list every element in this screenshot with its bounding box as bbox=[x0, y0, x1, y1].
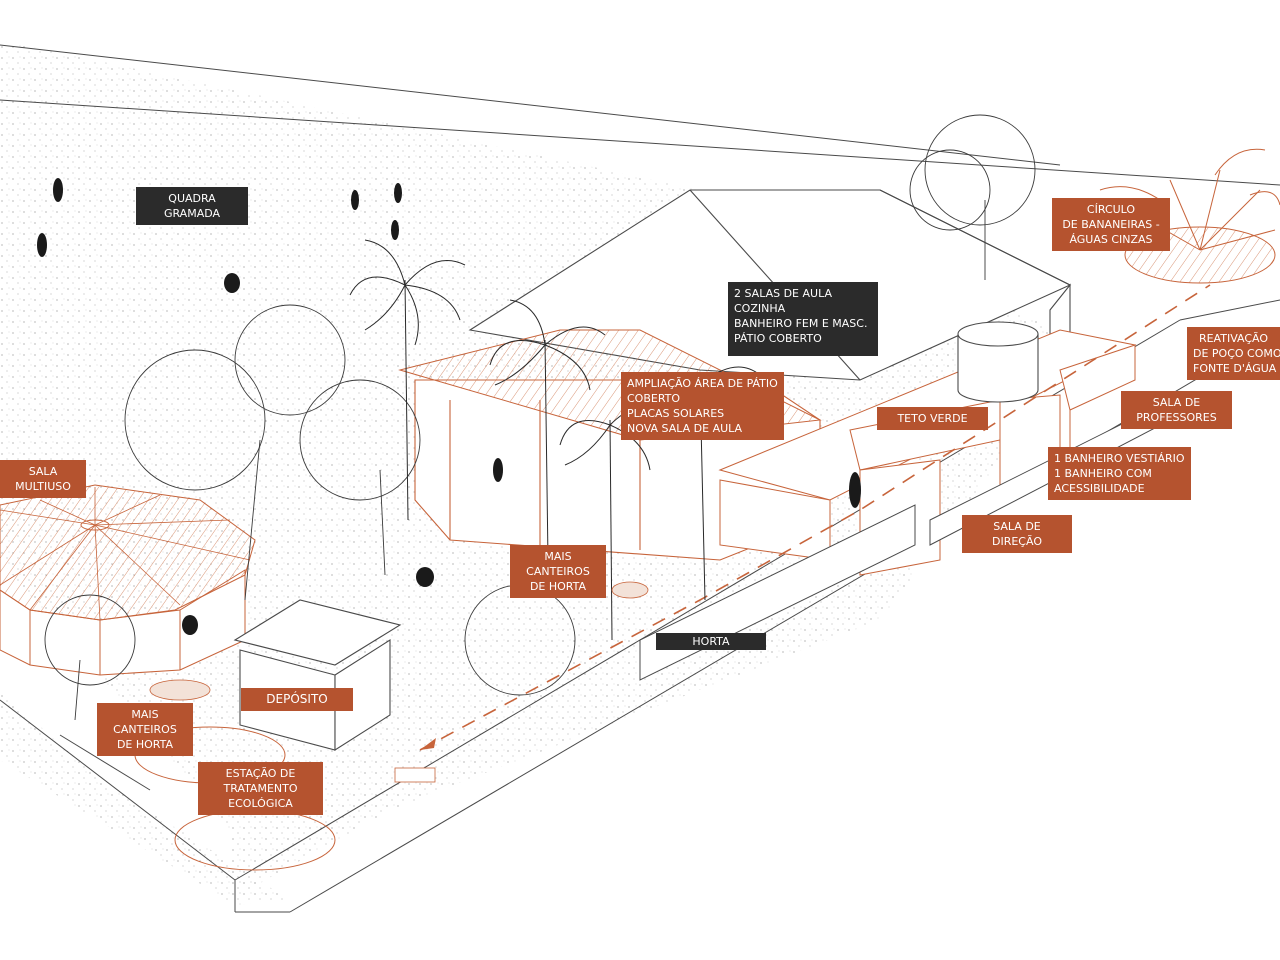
garden-beds bbox=[149, 581, 649, 783]
label-banheiros: 1 BANHEIRO VESTIÁRIO 1 BANHEIRO COM ACES… bbox=[1048, 447, 1191, 500]
label-line: REATIVAÇÃO bbox=[1198, 332, 1269, 345]
label-mais-canteiros-1: MAIS CANTEIROS DE HORTA bbox=[510, 545, 606, 598]
label-line: TETO VERDE bbox=[897, 412, 968, 425]
label-horta: HORTA bbox=[656, 633, 766, 650]
label-line: PROFESSORES bbox=[1136, 411, 1217, 424]
label-teto-verde: TETO VERDE bbox=[877, 407, 988, 430]
label-line: AMPLIAÇÃO ÁREA DE PÁTIO bbox=[627, 377, 778, 390]
label-line: 1 BANHEIRO VESTIÁRIO bbox=[1054, 452, 1185, 465]
label-line: MULTIUSO bbox=[15, 480, 71, 493]
people bbox=[37, 178, 861, 635]
label-estacao-tratamento: ESTAÇÃO DE TRATAMENTO ECOLÓGICA bbox=[198, 762, 323, 815]
multipurpose-hall bbox=[0, 484, 256, 676]
lower-ground bbox=[0, 690, 290, 905]
label-line: DEPÓSITO bbox=[266, 692, 328, 706]
label-line: SALA DE bbox=[1152, 396, 1201, 409]
label-circulo-bananeiras: CÍRCULO DE BANANEIRAS - ÁGUAS CINZAS bbox=[1052, 198, 1170, 251]
label-quadra-gramada: QUADRA GRAMADA bbox=[136, 187, 248, 225]
label-line: ACESSIBILIDADE bbox=[1054, 482, 1145, 495]
path-arrowhead bbox=[420, 738, 436, 750]
label-line: CÍRCULO bbox=[1086, 203, 1136, 216]
label-line: HORTA bbox=[692, 635, 730, 648]
label-sala-multiuso: SALA MULTIUSO bbox=[0, 460, 86, 498]
label-ampliacao: AMPLIAÇÃO ÁREA DE PÁTIO COBERTO PLACAS S… bbox=[621, 372, 784, 440]
label-line: ÁGUAS CINZAS bbox=[1069, 233, 1153, 246]
label-line: COBERTO bbox=[627, 392, 681, 405]
label-line: PLACAS SOLARES bbox=[627, 407, 725, 420]
label-line: ECOLÓGICA bbox=[228, 797, 293, 810]
access-path-arrow bbox=[419, 284, 1211, 751]
label-line: TRATAMENTO bbox=[223, 782, 298, 795]
label-line: ESTAÇÃO DE bbox=[225, 767, 296, 780]
label-line: CANTEIROS bbox=[113, 723, 177, 736]
label-line: COZINHA bbox=[734, 302, 786, 315]
label-line: DE HORTA bbox=[529, 580, 587, 593]
label-line: DE BANANEIRAS - bbox=[1062, 218, 1160, 231]
label-mais-canteiros-2: MAIS CANTEIROS DE HORTA bbox=[97, 703, 193, 756]
label-line: 2 SALAS DE AULA bbox=[734, 287, 832, 300]
label-line: SALA DE bbox=[993, 520, 1041, 533]
label-line: MAIS bbox=[131, 708, 159, 721]
label-line: SALA bbox=[28, 465, 58, 478]
label-line: DE POÇO COMO bbox=[1193, 347, 1280, 360]
label-line: GRAMADA bbox=[163, 207, 221, 220]
label-line: DE HORTA bbox=[116, 738, 174, 751]
label-sala-professores: SALA DE PROFESSORES bbox=[1121, 391, 1232, 429]
label-reativacao-poco: REATIVAÇÃO DE POÇO COMO FONTE D'ÁGUA bbox=[1187, 327, 1280, 380]
label-line: BANHEIRO FEM E MASC. bbox=[734, 317, 868, 330]
label-line: 1 BANHEIRO COM bbox=[1054, 467, 1152, 480]
label-line: NOVA SALA DE AULA bbox=[627, 422, 743, 435]
label-line: QUADRA bbox=[168, 192, 216, 205]
label-salas-de-aula: 2 SALAS DE AULA COZINHA BANHEIRO FEM E M… bbox=[728, 282, 878, 356]
water-tank bbox=[957, 321, 1039, 403]
label-line: FONTE D'ÁGUA bbox=[1193, 362, 1277, 375]
label-line: MAIS bbox=[544, 550, 572, 563]
label-line: CANTEIROS bbox=[526, 565, 590, 578]
label-line: DIREÇÃO bbox=[992, 535, 1042, 548]
label-deposito: DEPÓSITO bbox=[241, 688, 353, 711]
palm-trees bbox=[349, 239, 761, 641]
label-sala-direcao: SALA DE DIREÇÃO bbox=[962, 515, 1072, 553]
label-line: PÁTIO COBERTO bbox=[734, 332, 822, 345]
